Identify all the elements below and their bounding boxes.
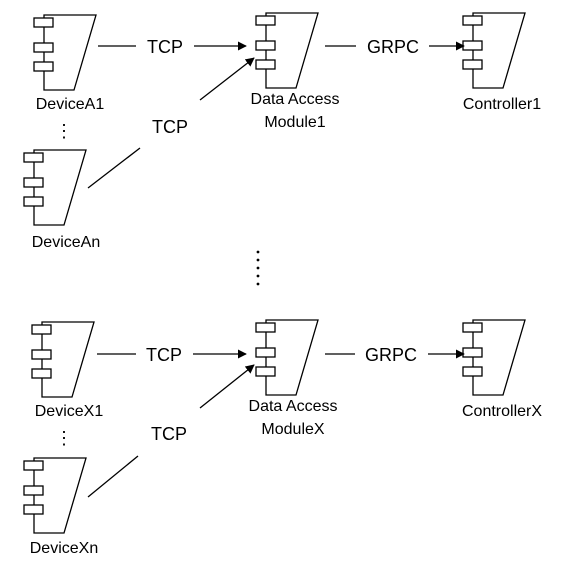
edge-label-grpc: GRPC [365,345,417,365]
edge-an-to-dam1: TCP [87,57,255,189]
edge-label-grpc: GRPC [367,37,419,57]
edge-xn-to-damx: TCP [87,364,255,498]
damx-label-line1: Data Access [249,398,338,415]
device-a-ellipsis: ⋮ [55,121,73,141]
controllerx-label: ControllerX [462,403,542,420]
component-controllerx: ControllerX [462,319,542,420]
uml-component-icon [255,319,319,396]
component-device-a1: DeviceA1 [33,14,105,113]
edge-x1-to-damx: TCP [97,345,247,365]
device-an-label: DeviceAn [32,234,100,251]
group-ellipsis [256,250,260,286]
component-device-x1: DeviceX1 [31,321,104,420]
component-device-an: DeviceAn [23,149,100,251]
damx-label-line2: ModuleX [261,421,324,438]
component-controller1: Controller1 [462,12,541,113]
device-x1-label: DeviceX1 [35,403,104,420]
uml-component-icon [23,149,87,226]
component-data-access-modulex: Data Access ModuleX [249,319,338,438]
dam1-label-line1: Data Access [251,91,340,108]
device-x-ellipsis: ⋮ [55,428,73,448]
controller1-label: Controller1 [463,96,541,113]
component-device-xn: DeviceXn [23,457,98,557]
edge-dam1-to-controller1: GRPC [325,37,465,57]
uml-component-icon [462,12,526,89]
uml-component-icon [462,319,526,396]
edge-damx-to-controllerx: GRPC [325,345,465,365]
device-a1-label: DeviceA1 [36,96,105,113]
edge-label-tcp: TCP [152,117,188,137]
uml-component-icon [31,321,95,398]
edge-a1-to-dam1: TCP [98,37,247,57]
edge-label-tcp: TCP [147,37,183,57]
edge-label-tcp: TCP [146,345,182,365]
uml-component-icon [255,12,319,89]
uml-component-icon [33,14,97,91]
device-xn-label: DeviceXn [30,540,98,557]
edge-label-tcp: TCP [151,424,187,444]
dam1-label-line2: Module1 [264,114,325,131]
component-data-access-module1: Data Access Module1 [251,12,340,131]
uml-component-icon [23,457,87,534]
